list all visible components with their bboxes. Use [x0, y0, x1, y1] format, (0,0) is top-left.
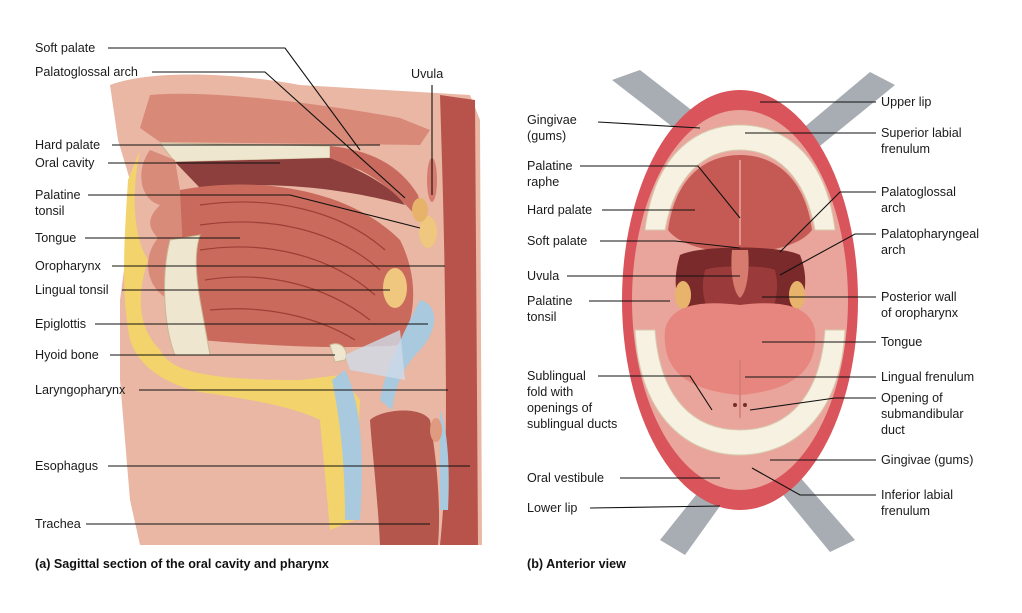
label-hard-palate-a: Hard palate: [35, 138, 100, 152]
label-sublingual-fold-line3: openings of: [527, 401, 593, 415]
label-oropharynx-a: Oropharynx: [35, 259, 102, 273]
duct-opening-right: [743, 403, 747, 407]
nasal-cavity: [140, 93, 430, 145]
tonsil-left: [675, 281, 691, 309]
label-palatopharyngeal-line1: Palatopharyngeal: [881, 227, 979, 241]
label-esophagus-a: Esophagus: [35, 459, 98, 473]
label-palatine-raphe-line2: raphe: [527, 175, 559, 189]
posterior-pharyngeal-wall: [440, 95, 478, 545]
tonsil-right: [789, 281, 805, 309]
label-lingual-tonsil-a: Lingual tonsil: [35, 283, 109, 297]
label-oral-vestibule: Oral vestibule: [527, 471, 604, 485]
upper-teeth: [644, 124, 836, 231]
tongue-fibers: [199, 201, 386, 341]
label-tongue-a: Tongue: [35, 231, 76, 245]
label-sublingual-fold-line4: sublingual ducts: [527, 417, 617, 431]
label-submandibular-line3: duct: [881, 423, 905, 437]
label-oral-cavity-a: Oral cavity: [35, 156, 95, 170]
palatine-tonsil-shape: [412, 198, 428, 222]
label-laryngopharynx-a: Laryngopharynx: [35, 383, 126, 397]
label-submandibular-line2: submandibular: [881, 407, 964, 421]
label-superior-frenulum-line2: frenulum: [881, 142, 930, 156]
leader-lines-b: [567, 101, 876, 509]
lower-teeth: [634, 329, 846, 456]
label-palatopharyngeal-line2: arch: [881, 243, 906, 257]
label-palatine-tonsil-a-line1: Palatine: [35, 188, 81, 202]
cricoid: [430, 418, 442, 442]
leader-lines-a: [85, 47, 470, 525]
hyoid-shape: [329, 343, 347, 363]
label-posterior-wall-line1: Posterior wall: [881, 290, 957, 304]
uvula-anterior: [731, 250, 749, 298]
floor-of-mouth: [668, 370, 812, 420]
label-lower-lip: Lower lip: [527, 501, 577, 515]
uvula-shape: [419, 216, 437, 248]
labels-b: Gingivae (gums) Palatine raphe Hard pala…: [527, 95, 979, 571]
soft-palate-tissue: [330, 146, 425, 225]
label-gingivae-b-line2: (gums): [527, 129, 566, 143]
lingual-tonsil-shape: [383, 268, 407, 308]
oral-cavity-space: [175, 158, 405, 205]
labels-a: Soft palate Palatoglossal arch Uvula Har…: [35, 41, 443, 571]
ligament-fan: [345, 330, 405, 380]
label-sublingual-fold-line2: fold with: [527, 385, 573, 399]
label-palatoglossal-b-line1: Palatoglossal: [881, 185, 956, 199]
label-soft-palate-a: Soft palate: [35, 41, 95, 55]
label-palatine-tonsil-b-line2: tonsil: [527, 310, 556, 324]
sagittal-section-illustration: [110, 74, 482, 546]
label-inferior-frenulum-line2: frenulum: [881, 504, 930, 518]
label-palatoglossal-b-line2: arch: [881, 201, 906, 215]
fat-layer: [124, 150, 360, 530]
label-inferior-frenulum-line1: Inferior labial: [881, 488, 953, 502]
anterior-view-illustration: [612, 70, 895, 555]
label-gingivae-right: Gingivae (gums): [881, 453, 973, 467]
label-hyoid-bone-a: Hyoid bone: [35, 348, 99, 362]
epiglottis-shape: [380, 300, 435, 410]
label-soft-palate-b: Soft palate: [527, 234, 587, 248]
retractor-lower-right: [775, 475, 855, 552]
retractor-upper-right: [795, 72, 895, 150]
label-superior-frenulum-line1: Superior labial: [881, 126, 962, 140]
label-gingivae-b-line1: Gingivae: [527, 113, 577, 127]
label-hard-palate-b: Hard palate: [527, 203, 592, 217]
larynx-cartilage: [332, 370, 362, 520]
larynx-lumen: [370, 410, 440, 545]
label-palatine-tonsil-b-line1: Palatine: [527, 294, 573, 308]
label-uvula-b: Uvula: [527, 269, 559, 283]
tongue-anterior: [664, 303, 816, 395]
esophagus-wall: [440, 410, 449, 510]
duct-opening-left: [733, 403, 737, 407]
label-sublingual-fold-line1: Sublingual: [527, 369, 586, 383]
label-tongue-b: Tongue: [881, 335, 922, 349]
label-upper-lip: Upper lip: [881, 95, 931, 109]
label-lingual-frenulum: Lingual frenulum: [881, 370, 974, 384]
label-epiglottis-a: Epiglottis: [35, 317, 86, 331]
label-palatine-raphe-line1: Palatine: [527, 159, 573, 173]
label-palatoglossal-arch-a: Palatoglossal arch: [35, 65, 138, 79]
label-uvula-a: Uvula: [411, 67, 443, 81]
label-submandibular-line1: Opening of: [881, 391, 943, 405]
label-trachea-a: Trachea: [35, 517, 81, 531]
caption-panel-b: (b) Anterior view: [527, 557, 626, 571]
label-posterior-wall-line2: of oropharynx: [881, 306, 959, 320]
label-palatine-tonsil-a-line2: tonsil: [35, 204, 64, 218]
caption-panel-a: (a) Sagittal section of the oral cavity …: [35, 557, 329, 571]
